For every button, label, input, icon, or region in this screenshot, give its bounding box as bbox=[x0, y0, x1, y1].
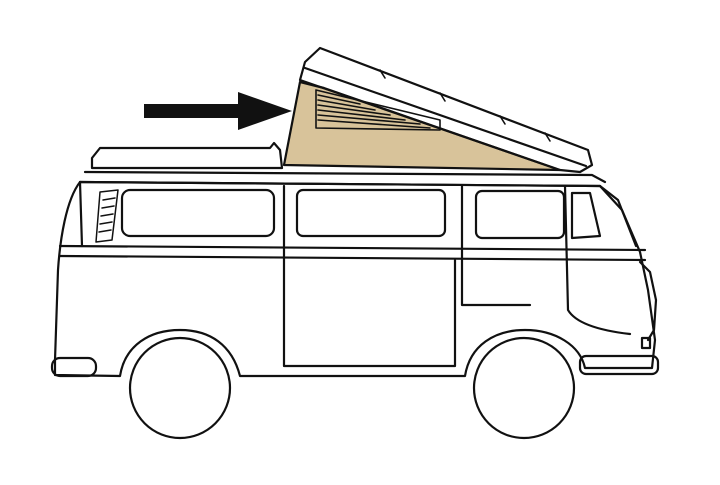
roof-rack bbox=[90, 141, 284, 170]
headlight bbox=[640, 336, 652, 350]
rear-bumper bbox=[50, 356, 98, 378]
roof-lid-edge bbox=[303, 66, 588, 168]
windshield-edge bbox=[598, 184, 638, 248]
middle-window bbox=[295, 188, 447, 238]
rear-vent bbox=[95, 189, 119, 243]
cab-window bbox=[570, 191, 602, 240]
belt-line-upper bbox=[58, 244, 647, 252]
cab-door bbox=[563, 184, 632, 336]
rear-wheel bbox=[128, 336, 232, 440]
belt-line-lower bbox=[58, 254, 647, 262]
arrow-icon bbox=[144, 92, 292, 130]
front-wheel bbox=[472, 336, 576, 440]
pop-top-roof bbox=[298, 46, 594, 174]
front-nose bbox=[638, 260, 658, 342]
van-body bbox=[53, 180, 657, 378]
sliding-door bbox=[282, 184, 457, 368]
side-window bbox=[474, 189, 566, 240]
canvas-vent bbox=[315, 89, 441, 131]
roof-lid-clips bbox=[379, 69, 551, 142]
rear-panel-seam bbox=[78, 180, 84, 248]
door-pillar bbox=[460, 184, 532, 307]
rear-window bbox=[120, 188, 276, 238]
front-bumper bbox=[578, 354, 660, 376]
roof-line bbox=[83, 170, 607, 184]
